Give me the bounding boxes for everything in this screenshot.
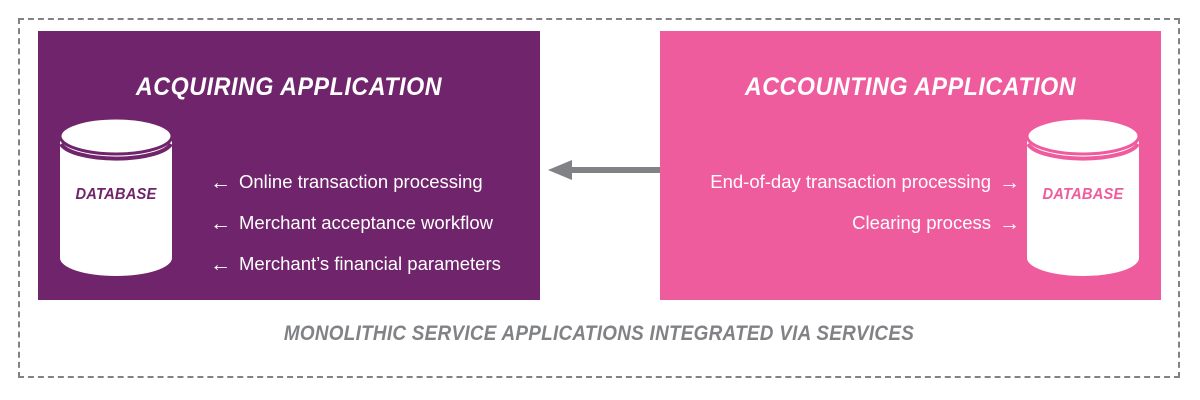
flow-item-label: Merchant acceptance workflow: [239, 212, 493, 234]
flow-item-label: End-of-day transaction processing: [710, 171, 991, 193]
flow-item-label: Online transaction processing: [239, 171, 483, 193]
database-icon: [1027, 118, 1139, 276]
flow-item: Clearing process →: [852, 213, 1020, 234]
flow-item: ← Online transaction processing: [210, 172, 483, 193]
diagram-caption: MONOLITHIC SERVICE APPLICATIONS INTEGRAT…: [283, 322, 915, 345]
arrow-left-icon: ←: [210, 212, 231, 235]
accounting-application-title: ACCOUNTING APPLICATION: [744, 73, 1077, 101]
flow-item: ← Merchant’s financial parameters: [210, 254, 501, 275]
flow-item: End-of-day transaction processing →: [710, 172, 1020, 193]
arrow-left-icon: ←: [210, 171, 231, 194]
arrow-right-icon: →: [999, 212, 1020, 235]
database-icon: [60, 118, 172, 276]
flow-item: ← Merchant acceptance workflow: [210, 213, 493, 234]
connector-arrow-left-icon: [548, 160, 660, 180]
outer-dashed-frame: [18, 18, 1180, 378]
acquiring-database-cylinder: DATABASE: [60, 118, 172, 276]
arrow-right-icon: →: [999, 171, 1020, 194]
flow-item-label: Clearing process: [852, 212, 991, 234]
accounting-database-cylinder: DATABASE: [1027, 118, 1139, 276]
accounting-flow-list: End-of-day transaction processing → Clea…: [660, 172, 1020, 234]
acquiring-application-title: ACQUIRING APPLICATION: [135, 73, 443, 101]
acquiring-flow-list: ← Online transaction processing ← Mercha…: [210, 172, 555, 275]
accounting-application-panel: ACCOUNTING APPLICATION End-of-day transa…: [660, 31, 1161, 300]
acquiring-database-label: DATABASE: [75, 186, 157, 203]
accounting-database-label: DATABASE: [1042, 186, 1124, 203]
acquiring-application-panel: ACQUIRING APPLICATION DATABASE ← Online …: [38, 31, 540, 300]
flow-item-label: Merchant’s financial parameters: [239, 253, 501, 275]
arrow-left-icon: ←: [210, 253, 231, 276]
